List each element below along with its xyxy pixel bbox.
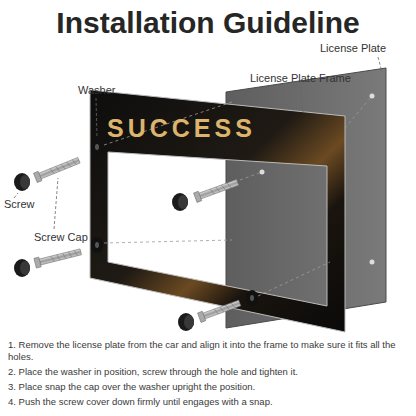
screw-cap xyxy=(14,259,30,277)
plate-hole xyxy=(370,260,375,265)
screw xyxy=(34,247,82,268)
part-label: Washer xyxy=(78,84,116,96)
plate-hole xyxy=(370,94,375,99)
instruction-step: 4. Push the screw cover down firmly unti… xyxy=(8,396,410,408)
part-label: License Plate Frame xyxy=(250,72,351,84)
instruction-step: 3. Place snap the cap over the washer up… xyxy=(8,381,410,393)
leader-lines xyxy=(14,57,382,229)
screw-cap xyxy=(178,313,194,331)
screw-cap xyxy=(14,173,30,191)
instructions: 1. Remove the license plate from the car… xyxy=(8,339,410,411)
frame-slogan: SUCCESS xyxy=(107,115,256,143)
washer xyxy=(91,139,103,155)
alignment-lines xyxy=(104,96,372,296)
screw xyxy=(194,178,240,203)
screw xyxy=(33,156,80,183)
title: Installation Guideline xyxy=(0,6,416,40)
part-label: Screw Cap xyxy=(34,231,88,243)
license-plate-frame xyxy=(90,90,345,332)
instruction-step: 1. Remove the license plate from the car… xyxy=(8,339,410,363)
instruction-step: 2. Place the washer in position, screw t… xyxy=(8,366,410,378)
washer xyxy=(246,290,258,306)
screw-cap xyxy=(172,193,188,211)
frame-text-panel: SUCCESS xyxy=(104,114,259,144)
plate-hole xyxy=(260,170,265,175)
washer xyxy=(91,237,103,253)
screw xyxy=(198,298,242,322)
part-label: Screw xyxy=(4,198,35,210)
part-label: License Plate xyxy=(320,42,386,54)
